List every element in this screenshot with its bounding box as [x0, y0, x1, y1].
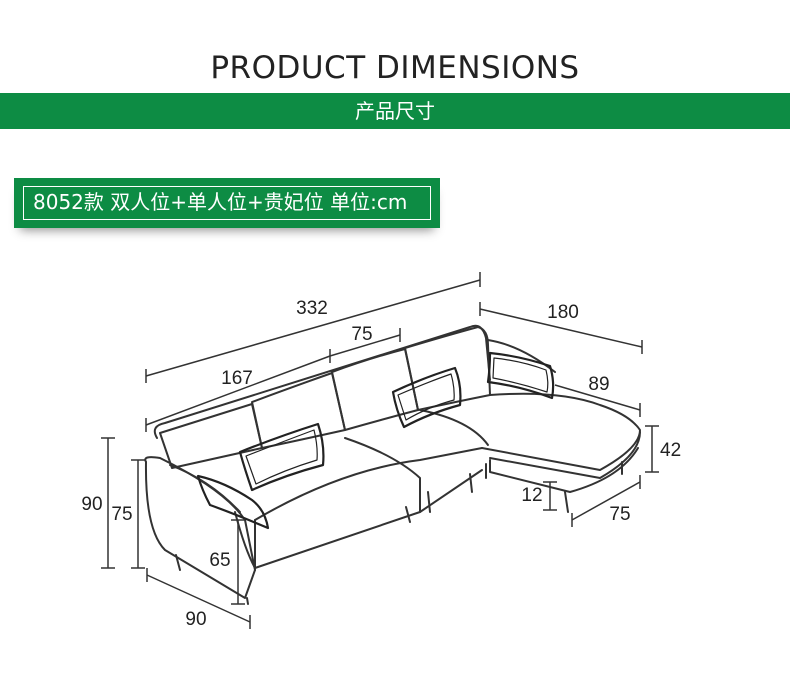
left-arm-inner [234, 511, 256, 569]
leg-3 [405, 506, 411, 523]
dim-overall-height: 90 [81, 494, 102, 515]
seat-seam-2 [419, 409, 489, 446]
pillow-3 [391, 366, 462, 429]
leg-7 [564, 491, 569, 513]
leg-5 [469, 473, 473, 493]
dim-total-length: 332 [296, 298, 328, 319]
pillow-3-inner [397, 373, 455, 421]
seat-front-face [254, 469, 483, 569]
dim-arm-height: 65 [209, 550, 230, 571]
dim-chaise-height: 42 [660, 440, 681, 461]
page-title: PRODUCT DIMENSIONS [210, 50, 580, 86]
pillow-4-inner [492, 357, 549, 393]
section-header-bar: 产品尺寸 [0, 93, 790, 129]
dim-loveseat-length: 167 [221, 368, 253, 389]
dim-cushion-width: 75 [351, 324, 372, 345]
leg-2 [246, 597, 249, 605]
seat-front-top [254, 447, 483, 521]
dim-back-height: 75 [111, 504, 132, 525]
chaise-top [481, 392, 641, 471]
leg-1 [175, 554, 181, 571]
back-cushion-2 [251, 372, 346, 449]
seat-seam-1 [344, 437, 421, 513]
spec-label: 8052款 双人位+单人位+贵妃位 单位:cm [23, 186, 431, 220]
dim-leg-height: 12 [521, 485, 542, 506]
leg-4 [427, 491, 431, 513]
back-cushion-4 [404, 326, 491, 411]
left-arm-front [144, 461, 256, 599]
left-arm-curve [169, 464, 241, 513]
chaise-back-edge [487, 339, 556, 373]
dim-chaise-depth-inner: 89 [588, 374, 609, 395]
spec-badge: 8052款 双人位+单人位+贵妃位 单位:cm [14, 178, 440, 228]
pillow-2 [196, 474, 270, 530]
sofa-back-top-edge [153, 324, 491, 439]
chaise-bottom [489, 447, 639, 493]
chaise-front-face [489, 431, 641, 479]
dim-depth: 90 [185, 609, 206, 630]
dim-chaise-depth: 75 [609, 504, 630, 525]
pillow-4 [486, 351, 555, 400]
dim-chaise-length: 180 [547, 302, 579, 323]
section-subtitle: 产品尺寸 [355, 99, 435, 123]
pillow-1 [238, 422, 325, 492]
pillow-1-inner [245, 429, 318, 485]
